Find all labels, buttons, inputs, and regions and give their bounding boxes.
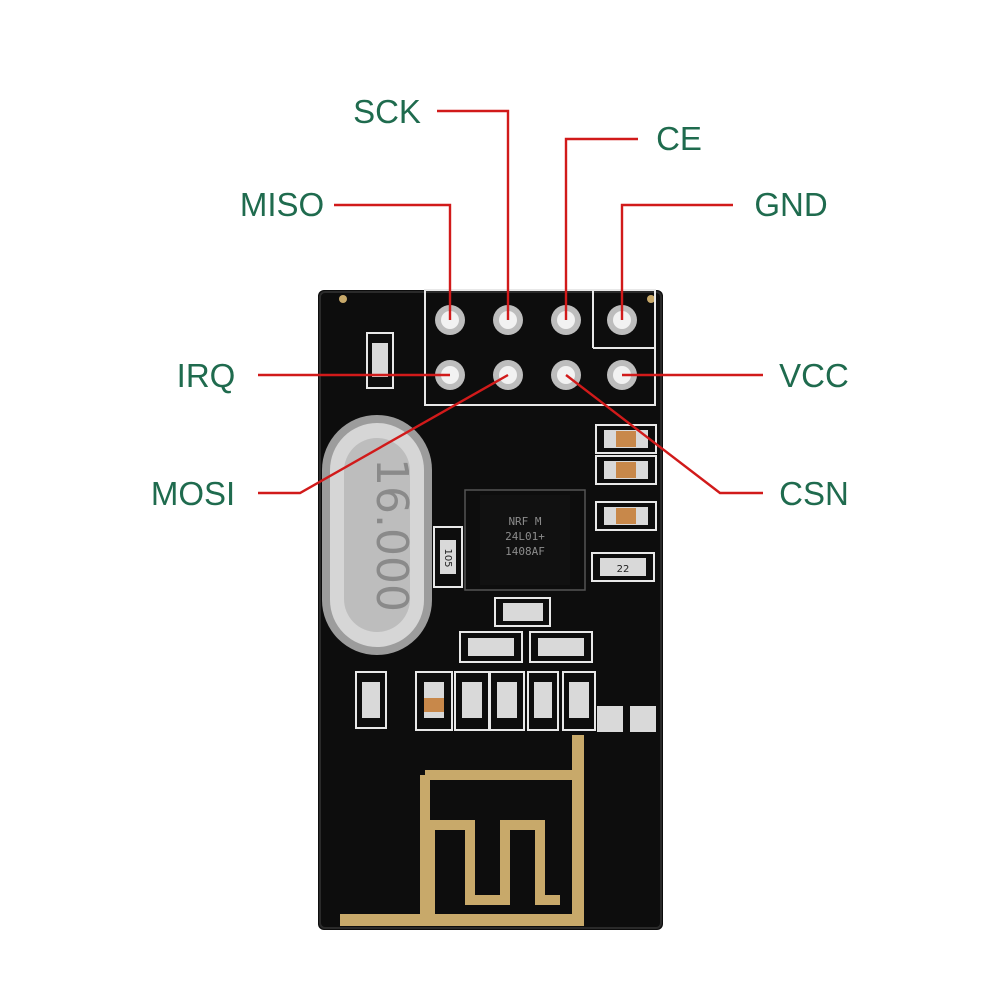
smd-capacitor [595, 501, 657, 531]
smd-resistor: 105 [433, 526, 463, 588]
smd-capacitor [595, 424, 657, 454]
chip-marking-line1: NRF M [508, 515, 541, 528]
nrf24l01-chip: NRF M 24L01+ 1408AF [464, 489, 586, 591]
label-csn: CSN [779, 475, 849, 512]
resistor-marking: 105 [442, 548, 453, 567]
leader-line-csn [565, 374, 763, 495]
component-cluster [355, 597, 656, 732]
pin-labels: SCK CE MISO GND IRQ VCC MOSI CSN [151, 93, 849, 512]
smd-capacitor [595, 455, 657, 485]
label-gnd: GND [754, 186, 827, 223]
label-mosi: MOSI [151, 475, 235, 512]
resistor-marking: 22 [617, 564, 630, 575]
leader-line-ce [564, 137, 638, 320]
chip-marking-line2: 24L01+ [505, 530, 545, 543]
crystal-marking: 16.000 [366, 458, 417, 612]
label-sck: SCK [353, 93, 421, 130]
leader-line-sck [437, 109, 510, 320]
smd-resistor: 22 [591, 552, 655, 582]
crystal-oscillator: 16.000 [322, 415, 432, 655]
pin-header [424, 289, 656, 406]
smd-capacitor [366, 332, 394, 389]
leader-line-mosi [258, 373, 509, 495]
leader-lines [258, 109, 763, 495]
label-irq: IRQ [177, 357, 236, 394]
leader-line-miso [334, 203, 452, 320]
chip-marking-line3: 1408AF [505, 545, 545, 558]
label-vcc: VCC [779, 357, 849, 394]
label-ce: CE [656, 120, 702, 157]
leader-line-gnd [620, 203, 733, 320]
label-miso: MISO [240, 186, 324, 223]
pcb-antenna [340, 735, 584, 926]
